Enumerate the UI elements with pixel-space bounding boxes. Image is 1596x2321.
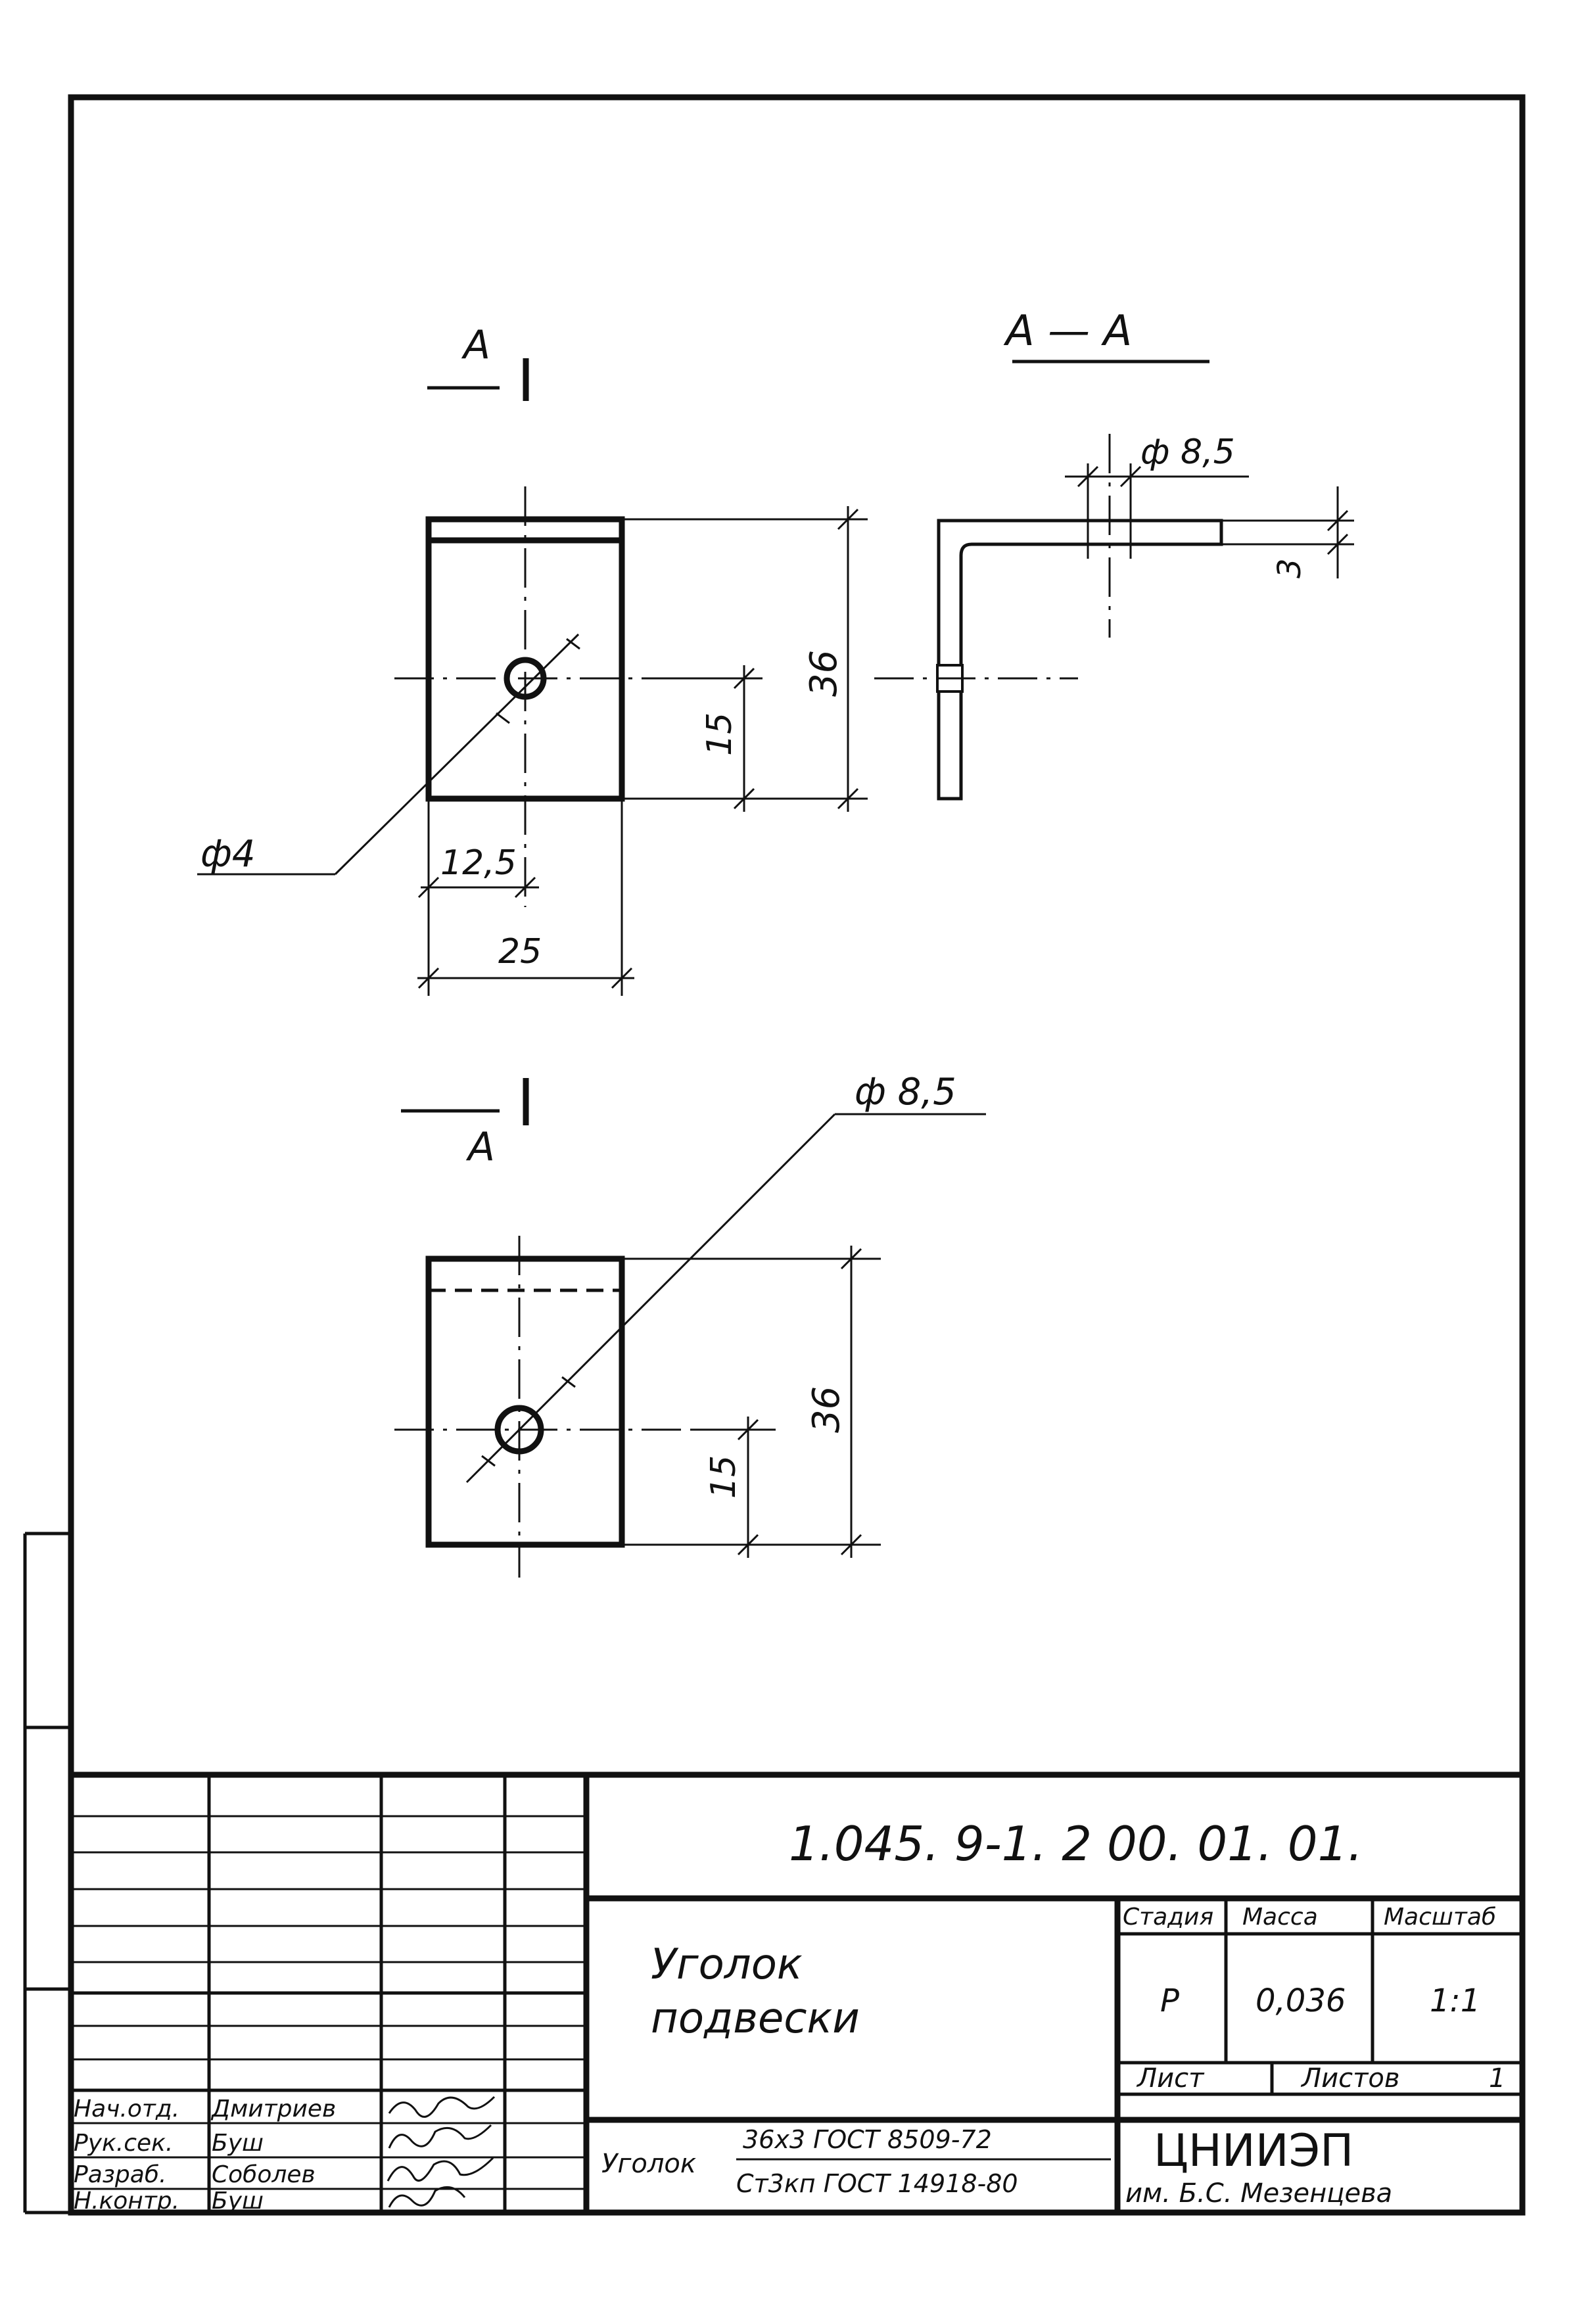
org-sub: им. Б.С. Мезенцева [1125,2178,1392,2209]
material-prefix: Уголок [601,2149,696,2179]
margin-stub [23,1532,71,2215]
header-stage: Стадия [1123,1904,1213,1931]
hole-bottom [494,1405,544,1455]
signature-1 [388,2096,496,2118]
section-thickness: 3 [1271,558,1308,578]
section-hole-diameter: ф 8,5 [1140,433,1235,472]
hole-top [504,657,547,700]
section-mark-top: А [461,322,490,368]
hole-diameter-label-top: ф4 [200,833,256,876]
part-name-line2: подвески [651,1994,860,2043]
staff-name-3: Соболев [212,2161,316,2188]
staff-role-3: Разраб. [74,2161,166,2188]
dim-height-top: 36 [803,650,845,697]
value-scale: 1:1 [1430,1982,1480,2019]
section-mark-bottom: А [465,1124,495,1170]
plate-outline-bottom [425,1255,625,1548]
bottom-view: А ф 8,5 36 15 [394,1071,986,1578]
material-line2: Ст3кп ГОСТ 14918-80 [736,2169,1018,2198]
sheet-frame [68,94,1526,2216]
value-mass: 0,036 [1256,1982,1346,2019]
sheets-count: 1 [1489,2063,1505,2094]
staff-name-4: Буш [212,2188,264,2215]
staff-role-2: Рук.сек. [74,2130,173,2157]
staff-role-4: Н.контр. [74,2188,179,2215]
signature-3 [387,2157,494,2182]
signature-4 [388,2186,466,2208]
staff-name-2: Буш [212,2130,264,2157]
part-name-line1: Уголок [651,1940,803,1989]
dim-hole-height-top: 15 [700,713,739,756]
sheet-label: Лист [1136,2063,1205,2094]
dim-width-top: 25 [498,932,542,972]
value-stage: Р [1160,1982,1179,2019]
org-name: ЦНИИЭП [1154,2125,1353,2177]
header-mass: Масса [1242,1904,1318,1931]
sheets-label: Листов [1300,2063,1399,2094]
drawing-designation: 1.045. 9-1. 2 00. 01. 01. [789,1816,1363,1871]
header-scale: Масштаб [1384,1904,1496,1931]
material-line1: 36х3 ГОСТ 8509-72 [743,2125,992,2154]
dim-height-bottom: 36 [805,1386,848,1433]
angle-profile [937,519,1223,801]
section-view: А — А ф 8,5 3 [874,307,1354,801]
staff-name-1: Дмитриев [210,2096,336,2122]
hole-diameter-label-bottom: ф 8,5 [855,1071,956,1114]
dim-hole-height-bottom: 15 [704,1455,743,1499]
signature-2 [388,2124,492,2149]
top-view: А ф4 36 15 12,5 [197,322,868,996]
dim-hole-offset-top: 12,5 [440,843,517,883]
section-title: А — А [1003,307,1132,356]
staff-role-1: Нач.отд. [74,2096,179,2122]
title-block: 1.045. 9-1. 2 00. 01. 01. Уголок подвеск… [71,1771,1522,2215]
